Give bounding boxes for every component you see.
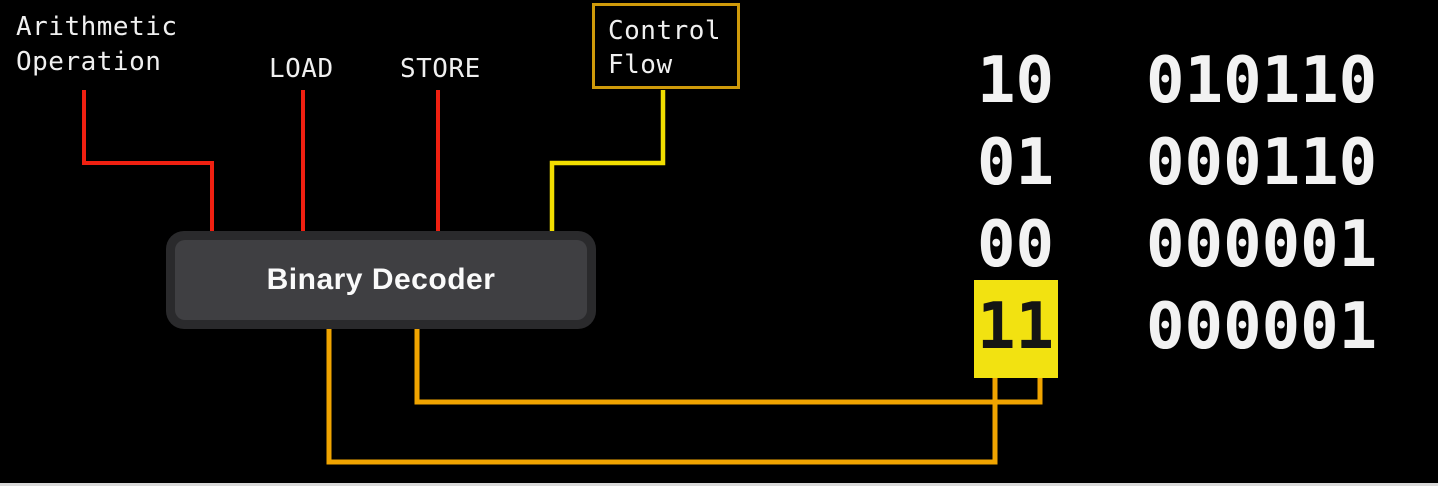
bottom-edge-line <box>0 483 1438 486</box>
instruction-bits: 000001 <box>1146 290 1378 364</box>
opcode-table-row: 01 000110 <box>977 122 1377 204</box>
control-flow-label: Control Flow <box>608 16 722 80</box>
instruction-bits: 000110 <box>1146 126 1378 200</box>
instruction-bits: 000001 <box>1146 208 1378 282</box>
opcode-value: 01 <box>977 126 1055 200</box>
binary-decoder-inner: Binary Decoder <box>175 240 587 320</box>
opcode-value: 00 <box>977 208 1055 282</box>
opcode-table-row: 00 000001 <box>977 204 1377 286</box>
arithmetic-operation-wire <box>82 90 214 235</box>
opcode-table-row: 11 000001 <box>974 280 1378 378</box>
decoder-output-wire-2 <box>326 328 998 465</box>
opcode-cell: 11 <box>974 280 1146 378</box>
control-flow-box: Control Flow <box>592 3 740 89</box>
arithmetic-operation-label: Arithmetic Operation <box>16 12 178 77</box>
load-label: LOAD <box>269 54 334 84</box>
binary-decoder-box: Binary Decoder <box>166 231 596 329</box>
binary-decoder-label: Binary Decoder <box>266 263 496 296</box>
instruction-bits: 010110 <box>1146 44 1378 118</box>
opcode-value: 10 <box>977 44 1055 118</box>
store-label: STORE <box>400 54 481 84</box>
decoder-output-wire-1 <box>414 328 1043 405</box>
control-flow-wire <box>549 90 666 235</box>
opcode-table-row: 10 010110 <box>977 40 1377 122</box>
highlighted-opcode-value: 11 <box>974 280 1059 378</box>
